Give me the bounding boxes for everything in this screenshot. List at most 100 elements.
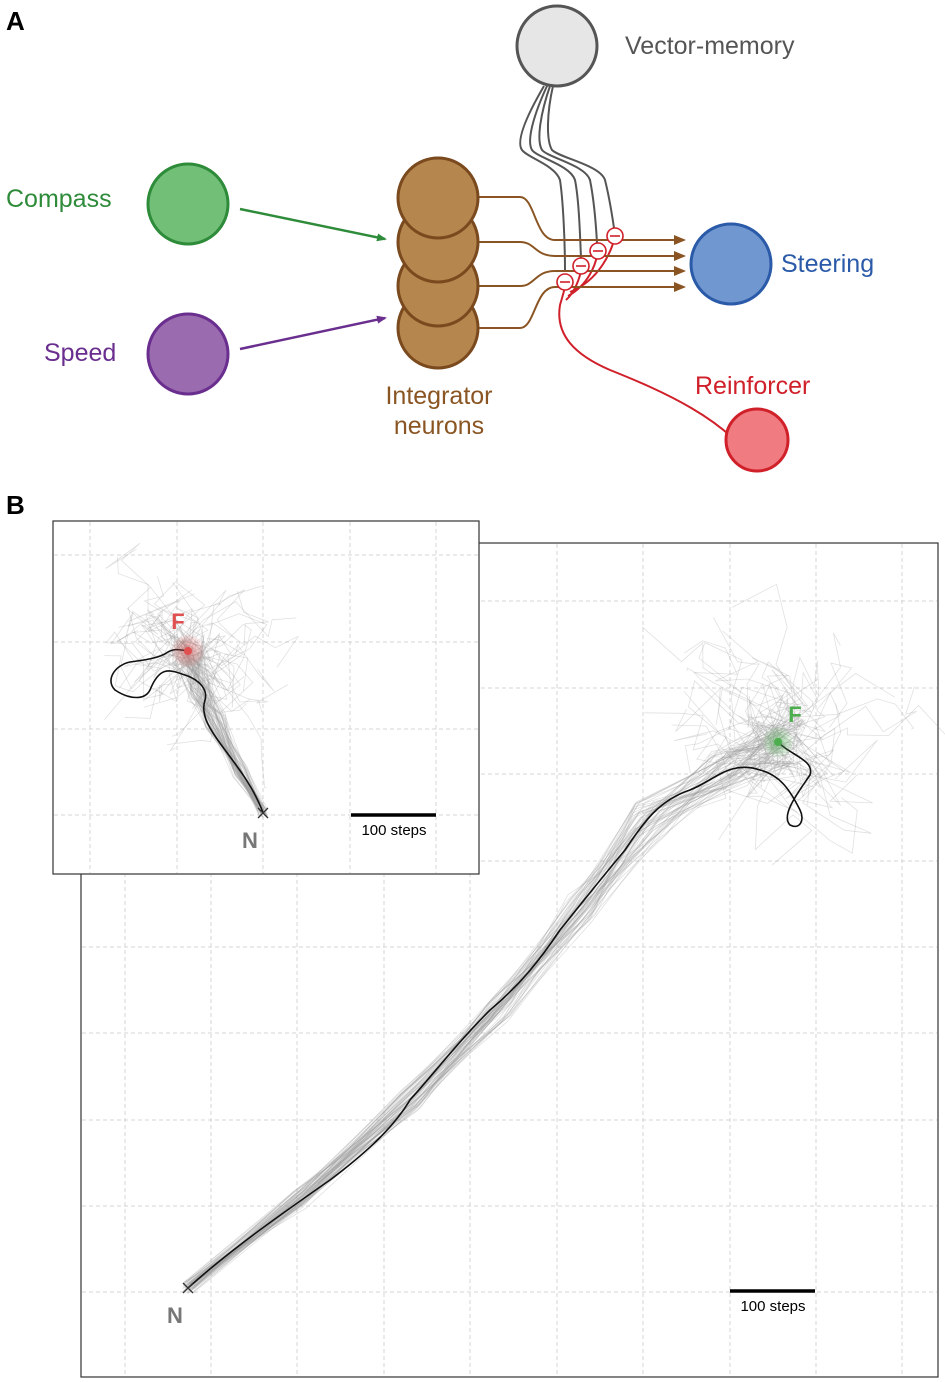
vm-fibre-2 xyxy=(529,85,582,259)
trail-path xyxy=(184,725,813,1289)
integrator-output-2 xyxy=(478,241,686,261)
vector-memory-circle xyxy=(515,4,599,88)
trail-path xyxy=(189,699,803,1292)
trail-path xyxy=(176,645,267,818)
trail-path xyxy=(161,650,264,818)
trail-path xyxy=(187,675,789,1286)
integrator-output-3 xyxy=(478,266,686,287)
inset-map-grid xyxy=(54,522,478,873)
trail-path xyxy=(191,751,815,1290)
trail-path xyxy=(171,643,275,811)
trail-path xyxy=(177,585,267,812)
trail-path xyxy=(186,750,797,1294)
vm-fibre-3 xyxy=(538,85,598,244)
trail-path xyxy=(183,725,801,1289)
reinforcer-node: Reinforcer xyxy=(695,372,810,473)
trail-path xyxy=(193,673,896,1288)
trail-path xyxy=(156,637,266,814)
trail-path xyxy=(123,648,266,817)
trail-path xyxy=(189,704,945,1286)
trail-path xyxy=(104,655,262,816)
trail-path xyxy=(126,587,262,813)
trail-path xyxy=(185,718,804,1283)
speed-circle xyxy=(146,312,230,396)
reinforcer-fibre-main xyxy=(558,281,758,469)
trail-path xyxy=(192,734,872,1283)
trail-path xyxy=(183,667,806,1283)
trail-path xyxy=(186,630,792,1289)
trail-path xyxy=(127,614,260,809)
compass-node: Compass xyxy=(6,162,387,246)
trail-path xyxy=(180,639,268,815)
trail-path xyxy=(176,600,297,811)
trail-path xyxy=(186,626,798,1286)
trail-path xyxy=(191,613,268,817)
trail-path xyxy=(188,698,791,1284)
trail-path xyxy=(145,614,266,816)
panel-b-letter: B xyxy=(6,490,25,520)
trail-path xyxy=(189,657,809,1290)
trail-path xyxy=(189,634,299,809)
trail-path xyxy=(116,633,266,814)
trail-path xyxy=(117,556,267,812)
vector-memory-label: Vector-memory xyxy=(625,32,795,60)
trail-path xyxy=(182,739,878,1286)
trail-path xyxy=(189,721,873,1291)
panel-b: B F N 100 steps F xyxy=(6,490,945,1378)
trail-path xyxy=(191,686,917,1286)
speed-label: Speed xyxy=(44,339,116,367)
trail-path xyxy=(150,660,267,810)
trail-path xyxy=(143,576,261,811)
trail-path xyxy=(166,648,266,814)
trail-path xyxy=(184,671,819,1292)
inset-map-nest-marker xyxy=(257,807,269,819)
trail-path xyxy=(191,642,780,1290)
trail-path xyxy=(105,631,268,810)
trail-path xyxy=(184,644,261,818)
trail-path xyxy=(183,583,807,1283)
compass-circle xyxy=(146,162,230,246)
compass-label: Compass xyxy=(6,185,112,213)
main-map-scale-label: 100 steps xyxy=(740,1298,805,1315)
main-map-food-label: F xyxy=(788,702,801,727)
inset-map-highlight-path xyxy=(110,648,264,814)
trail-path xyxy=(183,698,915,1285)
integrator-outputs xyxy=(478,196,686,329)
integrator-label-line1: Integrator xyxy=(385,382,492,410)
trail-path xyxy=(178,638,267,815)
trail-path xyxy=(198,590,269,812)
steering-label: Steering xyxy=(781,250,874,278)
trail-path xyxy=(169,642,264,814)
trail-path xyxy=(193,726,831,1283)
main-map-nest-label: N xyxy=(167,1303,183,1328)
integrator-output-4 xyxy=(478,282,686,329)
trail-path xyxy=(127,607,264,818)
trail-path xyxy=(186,742,798,1286)
trail-path xyxy=(184,709,800,1292)
trail-path xyxy=(179,629,267,811)
trail-path xyxy=(191,688,802,1286)
panel-a: A Vector-memory xyxy=(6,4,874,473)
inset-map-food-label: F xyxy=(171,609,184,634)
trail-path xyxy=(185,683,787,1288)
trail-path xyxy=(110,610,262,817)
speed-node: Speed xyxy=(44,312,387,396)
vector-memory-fibres xyxy=(519,85,615,273)
inset-map-scale-label: 100 steps xyxy=(361,822,426,839)
inset-map: F N 100 steps xyxy=(52,520,480,875)
trail-path xyxy=(192,635,261,817)
trail-path xyxy=(188,727,836,1294)
trail-path xyxy=(188,686,806,1290)
inset-map-food-marker xyxy=(184,647,192,655)
trail-path xyxy=(192,662,853,1289)
steering-node: Steering xyxy=(689,222,874,306)
trail-path xyxy=(184,712,762,1294)
trail-path xyxy=(194,623,264,818)
vm-fibre-1 xyxy=(519,85,566,273)
trail-path xyxy=(187,716,821,1288)
trail-path xyxy=(186,702,822,1285)
main-map-food-marker xyxy=(774,738,782,746)
inset-map-nest-label: N xyxy=(242,828,258,853)
trail-path xyxy=(188,632,841,1289)
